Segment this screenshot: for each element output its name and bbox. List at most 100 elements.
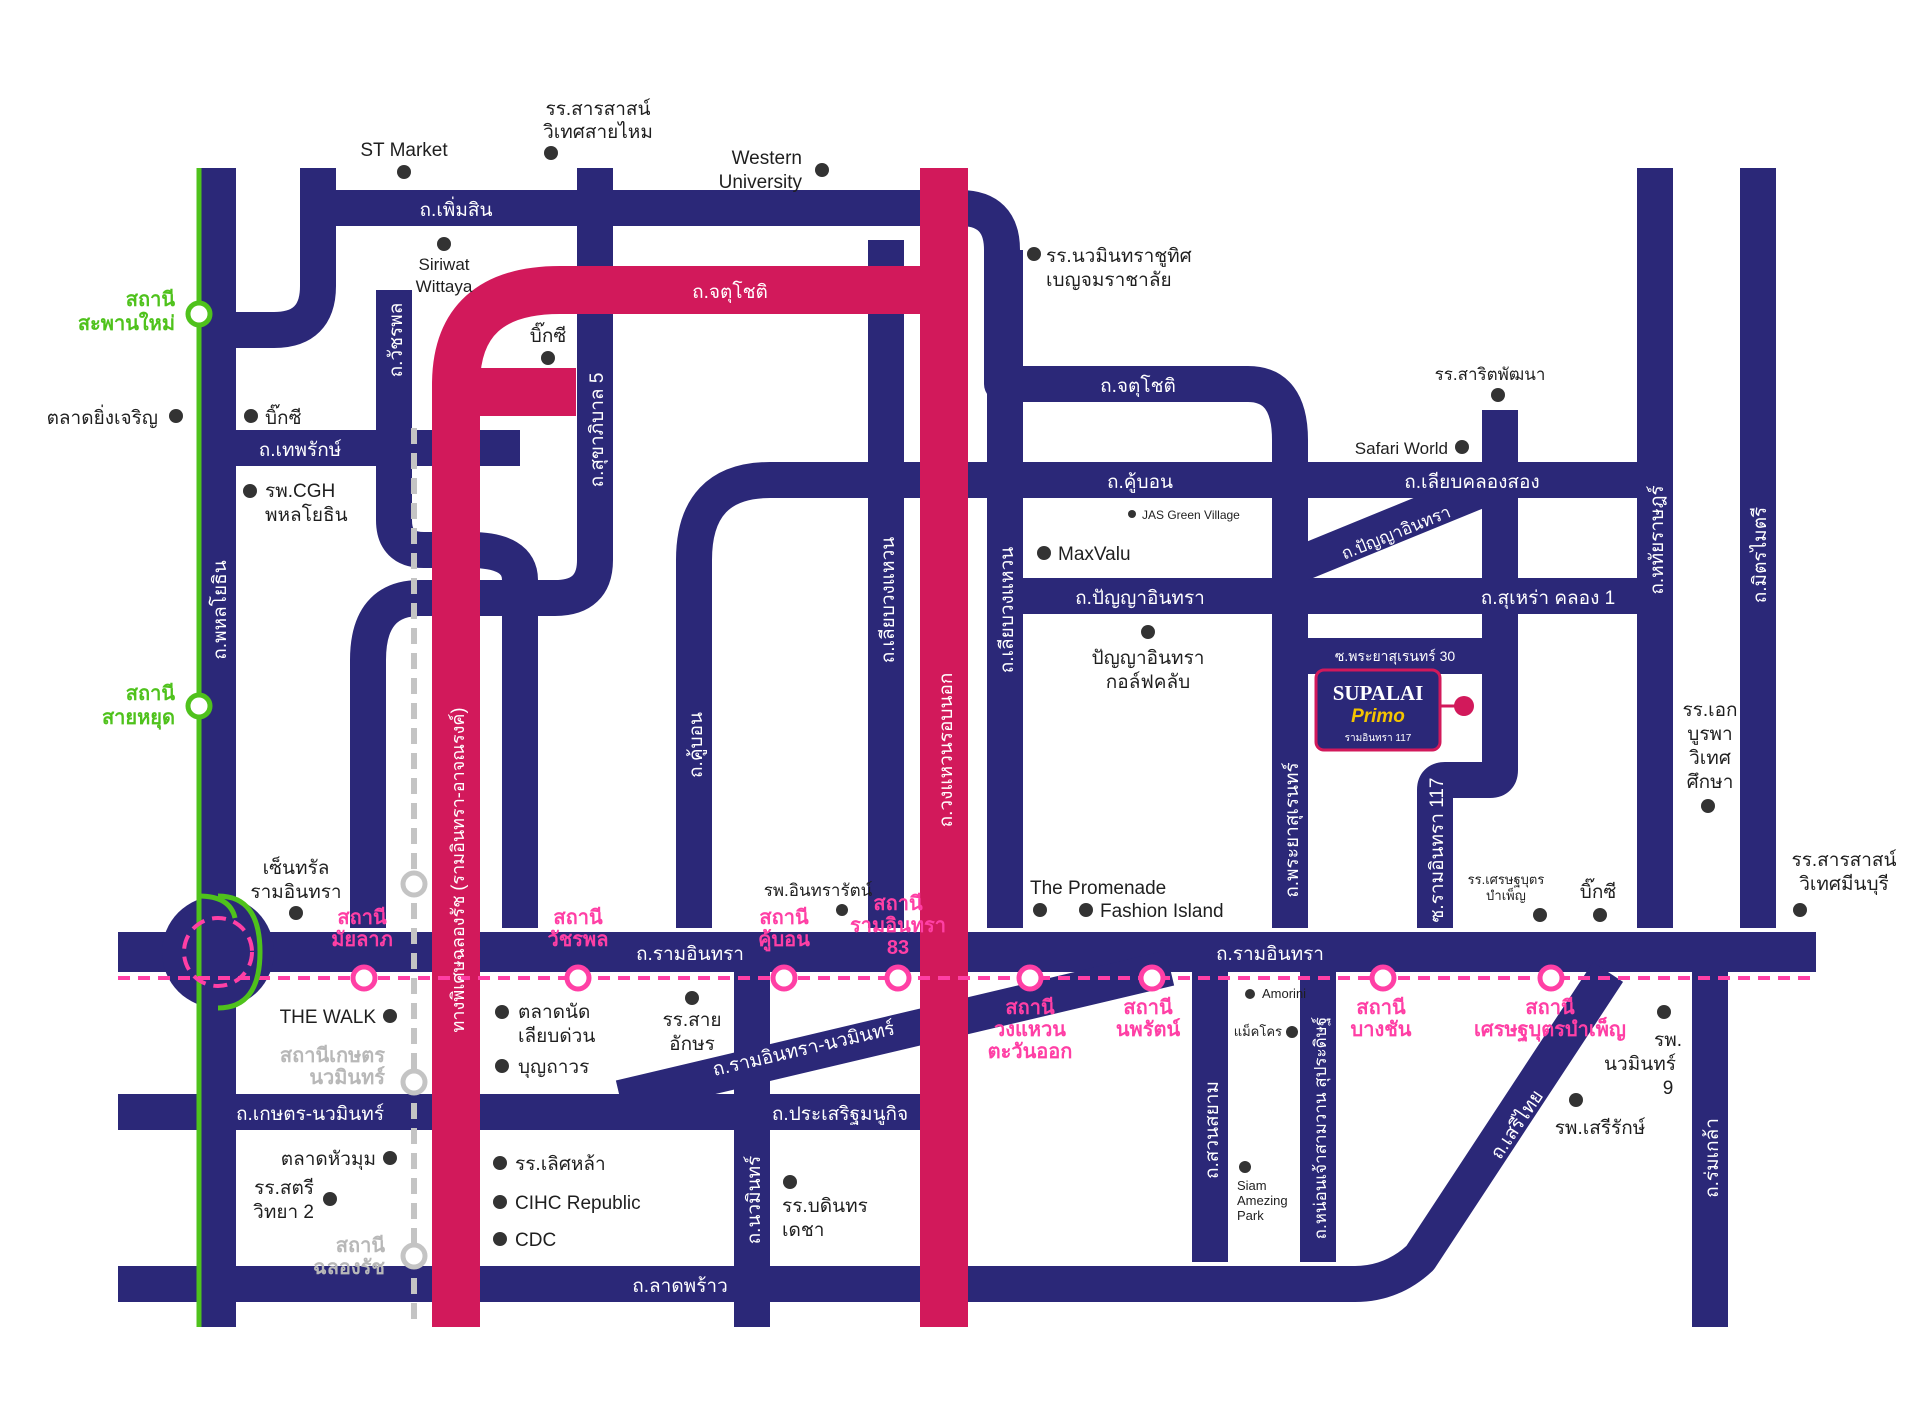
poi-label: 9 [1663,1078,1674,1099]
road-label: ถ.จตุโชติ [1100,374,1176,398]
station-pink-marker[interactable] [1537,964,1565,992]
poi-label: รร.สาริตพัฒนา [1435,365,1546,384]
road-label: ถ.เทพรักษ์ [259,439,342,461]
poi-label: ตลาดหัวมุม [281,1149,376,1171]
sukhaphiban5-road [350,168,613,928]
station-label: วงแหวน [994,1019,1066,1041]
station-label: บางชัน [1351,1019,1412,1041]
road-label: ถ.คู้บอน [686,712,707,778]
road-label: ถ.เลียบวงแหวน [996,547,1018,674]
station-pink-marker[interactable] [1369,964,1397,992]
road-label: ทางพิเศษฉลองรัช (รามอินทรา-อาจณรงค์) [448,708,468,1033]
poi-label: บุญถาวร [518,1057,589,1079]
poi-dot [1033,903,1047,917]
road-label: ถ.พหลโยธิน [208,560,231,659]
road-label: ถ.มิตรไมตรี [1749,507,1771,603]
phermsin-west-loop [220,168,336,348]
poi-label: Fashion Island [1100,901,1224,922]
poi-label: รามอินทรา [250,882,341,903]
station-pink-marker[interactable] [350,964,378,992]
road-label: ซ.พระยาสุเรนทร์ 30 [1335,648,1456,665]
poi-dot [495,1059,509,1073]
poi-label: เซ็นทรัล [263,855,330,879]
road-label: ถ.สุเหร่า คลอง 1 [1481,588,1615,610]
station-pink-marker[interactable] [1138,964,1166,992]
poi-dot [1239,1161,1251,1173]
poi-label: รพ.เสรีรักษ์ [1555,1117,1646,1139]
poi-dot [397,165,411,179]
pink-stations: สถานี มัยลาภ สถานี วัชรพล สถานี คู้บอน ส… [331,892,1626,1063]
poi-label: รพ. [1654,1030,1682,1051]
poi-label: อักษร [669,1034,715,1055]
poi-label: รร.สารสาสน์ [1791,849,1896,871]
road-label: ถ.วงแหวนรอบนอก [936,673,957,828]
poi-label: ปัญญาอินทรา [1092,648,1205,669]
poi-dot [1657,1005,1671,1019]
poi-dot [1286,1026,1298,1038]
green-stations: สถานี สะพานใหม่ สถานี สายหยุด [78,288,213,730]
poi-dot [383,1151,397,1165]
poi-label: รร.นวมินทราชูทิศ [1046,246,1192,267]
roundabout [162,896,274,1008]
road-label: ถ.เลียบวงแหวน [877,537,899,664]
station-grey-marker[interactable] [400,870,428,898]
station-pink-marker[interactable] [770,964,798,992]
station-grey-marker[interactable] [400,1068,428,1096]
poi-label: พหลโยธิน [265,503,348,526]
poi-dot [544,146,558,160]
panya-diagonal [1278,463,1512,587]
poi-dot [437,237,451,251]
pink-line-loop [182,916,254,988]
poi-label: JAS Green Village [1142,508,1240,522]
station-pink-marker[interactable] [1016,964,1044,992]
project-location-pin[interactable] [1454,696,1474,716]
station-label: สถานี [336,1234,386,1257]
poi-label: วิเทศมีนบุรี [1799,873,1889,896]
road-label: ถ.หทัยราษฎร์ [1646,485,1668,594]
poi-dot [244,409,258,423]
road-label: ถ.รามอินทรา [636,944,744,965]
station-label: รามอินทรา [850,915,946,937]
poi-dot [1793,903,1807,917]
road-label: ถ.สวนสยาม [1202,1081,1223,1179]
poi-dot [169,409,183,423]
ramintra-nawamin-road [615,950,1175,1116]
poi-label: วิเทศสายไหม [543,121,653,143]
station-sai-yut-marker[interactable] [185,692,213,720]
poi-dot [493,1232,507,1246]
poi-dot [289,906,303,920]
poi-label: Amorini [1262,986,1306,1001]
station-pink-marker[interactable] [884,964,912,992]
project-marker[interactable]: SUPALAI Primo รามอินทรา 117 [1314,668,1474,752]
poi-label: แม็คโคร [1234,1022,1282,1039]
station-label: สถานี [1123,996,1173,1019]
station-grey-marker[interactable] [400,1242,428,1270]
poi-label: บิ๊กซี [1580,878,1617,903]
poi-dot [1701,799,1715,813]
station-label: นวมินทร์ [309,1066,385,1089]
poi-label: นวมินทร์ [1604,1053,1676,1075]
station-label: สายหยุด [102,707,175,730]
poi-dot [1245,989,1255,999]
road-label: ถ.เกษตร-นวมินทร์ [236,1103,384,1125]
poi-label: วิเทศ [1689,748,1731,769]
station-label: สถานีเกษตร [280,1044,385,1067]
station-label: เศรษฐบุตรบำเพ็ญ [1474,1016,1626,1043]
road-label: ถ.นวมินทร์ [743,1156,765,1245]
poi-label: MaxValu [1058,544,1131,565]
road-label: ถ.รามอินทรา [1216,944,1324,965]
station-saphan-mai-marker[interactable] [185,300,213,328]
khubon-road [676,462,1300,928]
station-pink-marker[interactable] [564,964,592,992]
poi-label: วิทยา 2 [253,1202,314,1223]
grey-stations: สถานีเกษตร นวมินทร์ สถานี ฉลองรัช [280,870,428,1279]
logo-sub: Primo [1351,706,1405,727]
poi-label: Wittaya [416,277,473,296]
road-label: ถ.ปัญญาอินทรา [1075,588,1205,609]
poi-dot [323,1192,337,1206]
poi-dot [836,904,848,916]
road-label: ถ.หน่อนเจ้าสามวาน สุประดิษฐ์ [1311,1017,1331,1240]
road-label: ถ.วัชรพล [386,303,407,378]
poi-label: The Promenade [1030,878,1166,899]
